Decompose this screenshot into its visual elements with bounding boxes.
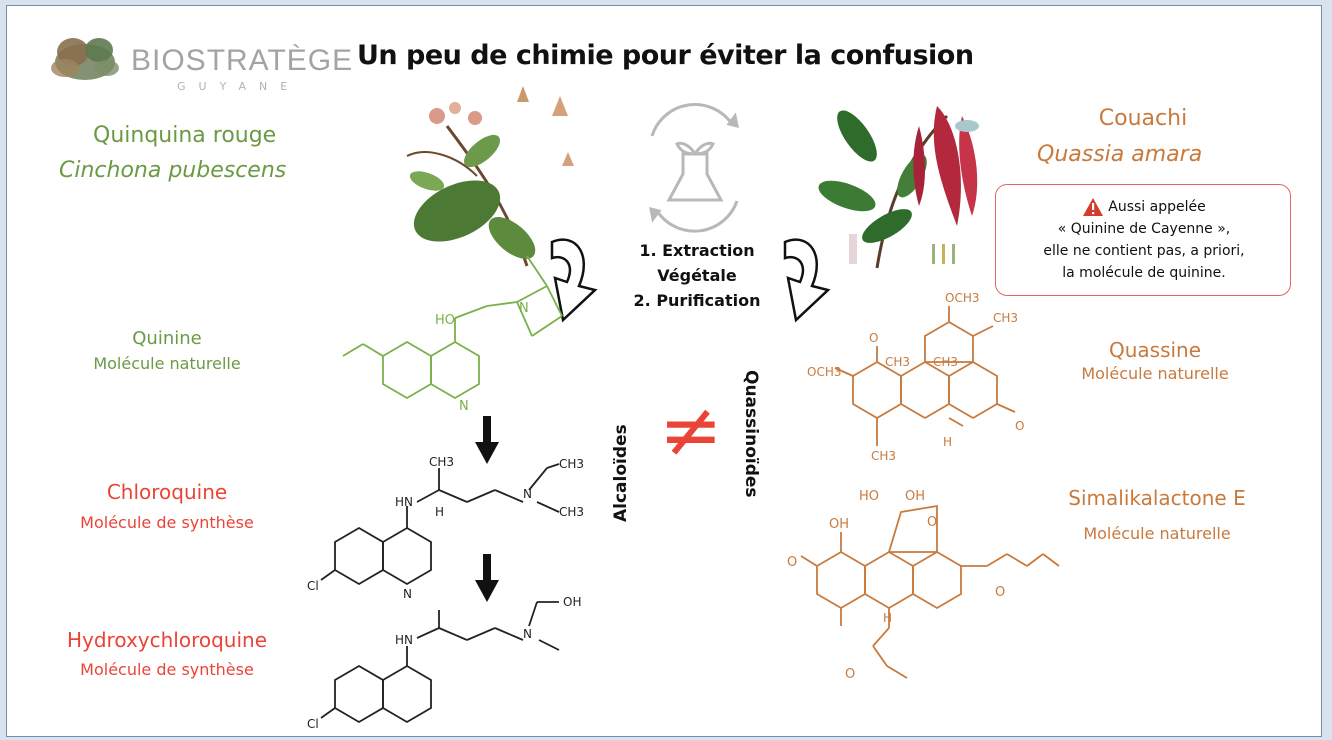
logo-text: BIOSTRATÈGE [131,44,354,77]
illustrations: HO N N CH3 HN H N [307,86,1060,731]
warning-line-3: elle ne contient pas, a priori, [1043,243,1245,259]
right-curved-arrow-icon [783,238,831,323]
chloroquine-n-ring: N [403,587,412,601]
page-title: Un peu de chimie pour éviter la confusio… [357,40,974,71]
quinine-structure [342,255,563,400]
chloroquine-ch3-1: CH3 [429,455,454,469]
simalikalactone-name: Simalikalactone E [1068,486,1246,510]
hydroxychloroquine-hn: HN [395,633,413,647]
warning-line-1: Aussi appelée [1108,199,1206,215]
right-plant-name: Couachi [1098,106,1188,131]
quassine-ch3-4: CH3 [871,449,896,463]
warning-text: Aussi appelée « Quinine de Cayenne », el… [996,196,1292,284]
warning-triangle-icon [1083,198,1104,216]
simalikalactone-oh-1: OH [905,489,925,504]
chloroquine-ch3-3: CH3 [559,505,584,519]
warning-line-4: la molécule de quinine. [1062,265,1226,281]
left-plant-latin: Cinchona pubescens [59,158,287,183]
hydroxychloroquine-type: Molécule de synthèse [80,660,254,679]
process-steps: 1. Extraction Végétale 2. Purification [617,238,777,313]
quassine-type: Molécule naturelle [1081,364,1229,383]
quassine-och3-top: OCH3 [945,291,979,305]
simalikalactone-o-1: O [787,555,797,570]
quassine-o-2: O [1015,419,1024,433]
simalikalactone-ho: HO [859,489,879,504]
quassine-structure [834,306,1016,446]
quinine-type: Molécule naturelle [93,354,241,373]
simalikalactone-o-4: O [845,667,855,682]
quassia-plant-illustration [818,106,979,269]
chloroquine-h: H [435,505,444,519]
quinine-ho: HO [435,313,455,328]
quassine-ch3-2: CH3 [885,355,910,369]
quassine-h: H [943,435,952,449]
simalikalactone-o-2: O [927,515,937,530]
quassine-ch3-3: CH3 [933,355,958,369]
simalikalactone-type: Molécule naturelle [1083,524,1231,543]
not-equal-sign: ≠ [659,385,723,474]
warning-box: Aussi appelée « Quinine de Cayenne », el… [995,184,1291,296]
infographic-frame: BIOSTRATÈGE GUYANE Un peu de chimie pour… [6,5,1322,737]
extraction-flask-icon [649,103,739,233]
chloroquine-type: Molécule de synthèse [80,513,254,532]
right-plant-latin: Quassia amara [1037,142,1203,167]
chloroquine-name: Chloroquine [106,480,228,504]
left-plant-name: Quinquina rouge [93,123,277,148]
chloroquine-structure [320,463,560,586]
left-curved-arrow-icon [550,238,598,323]
hydroxychloroquine-name: Hydroxychloroquine [66,628,268,652]
hydroxychloroquine-oh: OH [563,595,581,609]
quassine-ch3-1: CH3 [993,311,1018,325]
warning-first-line: Aussi appelée [1082,196,1206,218]
hydroxychloroquine-cl: Cl [307,717,319,731]
process-step-1b: Végétale [657,266,737,285]
chloroquine-ch3-2: CH3 [559,457,584,471]
down-arrow-icon-2 [475,554,499,602]
quinine-name: Quinine [132,328,202,349]
simalikalactone-o-3: O [995,585,1005,600]
logo-leaf-icon [51,38,119,80]
quassine-name: Quassine [1108,338,1202,362]
process-step-2: 2. Purification [633,291,761,310]
chloroquine-cl: Cl [307,579,319,593]
quinine-n1: N [459,399,469,414]
quassine-o-1: O [869,331,878,345]
process-step-1: 1. Extraction [639,241,755,260]
cinchona-plant-illustration [406,86,574,267]
simalikalactone-h-1: H [883,611,892,625]
quinine-n2: N [519,301,529,316]
logo-subtitle: GUYANE [177,80,301,93]
simalikalactone-structure [800,504,1060,679]
chloroquine-hn: HN [395,495,413,509]
warning-line-2: « Quinine de Cayenne », [1057,221,1231,237]
down-arrow-icon-1 [475,416,499,464]
quassine-och3-left: OCH3 [807,365,841,379]
chloroquine-n: N [523,487,532,501]
simalikalactone-oh-2: OH [829,517,849,532]
hydroxychloroquine-structure [320,601,560,724]
hydroxychloroquine-n: N [523,627,532,641]
